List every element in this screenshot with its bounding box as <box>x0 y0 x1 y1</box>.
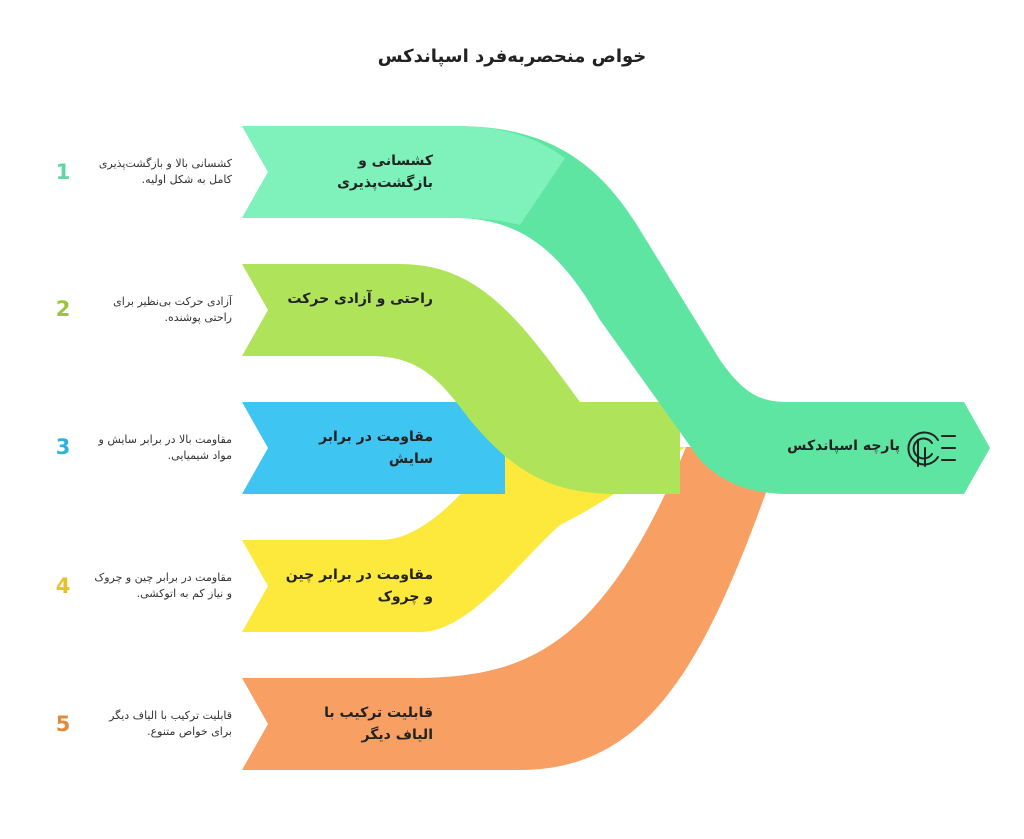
item-label-1: کشسانی و بازگشت‌پذیری <box>337 153 433 191</box>
fabric-fingerprint-icon <box>907 431 956 467</box>
item-number-4: 4 <box>55 574 71 598</box>
item-description-3: مقاومت بالا در برابر سایش و مواد شیمیایی… <box>98 433 232 462</box>
item-label-5: قابلیت ترکیب با الیاف دیگر <box>324 705 433 743</box>
item-number-3: 3 <box>55 435 71 459</box>
item-number-5: 5 <box>55 712 71 736</box>
output-label: پارچه اسپاندکس <box>787 438 900 454</box>
item-label-4: مقاومت در برابر چین و چروک <box>285 567 433 605</box>
item-description-1: کشسانی بالا و بازگشت‌پذیری کامل به شکل ا… <box>98 157 232 186</box>
item-label-3: مقاومت در برابر سایش <box>319 429 433 467</box>
item-number-1: 1 <box>55 160 71 184</box>
band-3 <box>242 402 505 494</box>
item-number-2: 2 <box>55 297 71 321</box>
diagram-title: خواص منحصربه‌فرد اسپاندکس <box>377 46 647 67</box>
band-2 <box>242 264 680 494</box>
item-description-5: قابلیت ترکیب با الیاف دیگر برای خواص متن… <box>109 709 232 738</box>
band-1 <box>242 126 565 225</box>
item-description-2: آزادی حرکت بی‌نظیر برای راحتی پوشنده. <box>113 295 232 324</box>
band-4 <box>242 447 686 632</box>
item-label-2: راحتی و آزادی حرکت <box>287 291 433 307</box>
band-5 <box>242 447 782 770</box>
item-description-4: مقاومت در برابر چین و چروک و نیاز کم به … <box>94 571 232 600</box>
